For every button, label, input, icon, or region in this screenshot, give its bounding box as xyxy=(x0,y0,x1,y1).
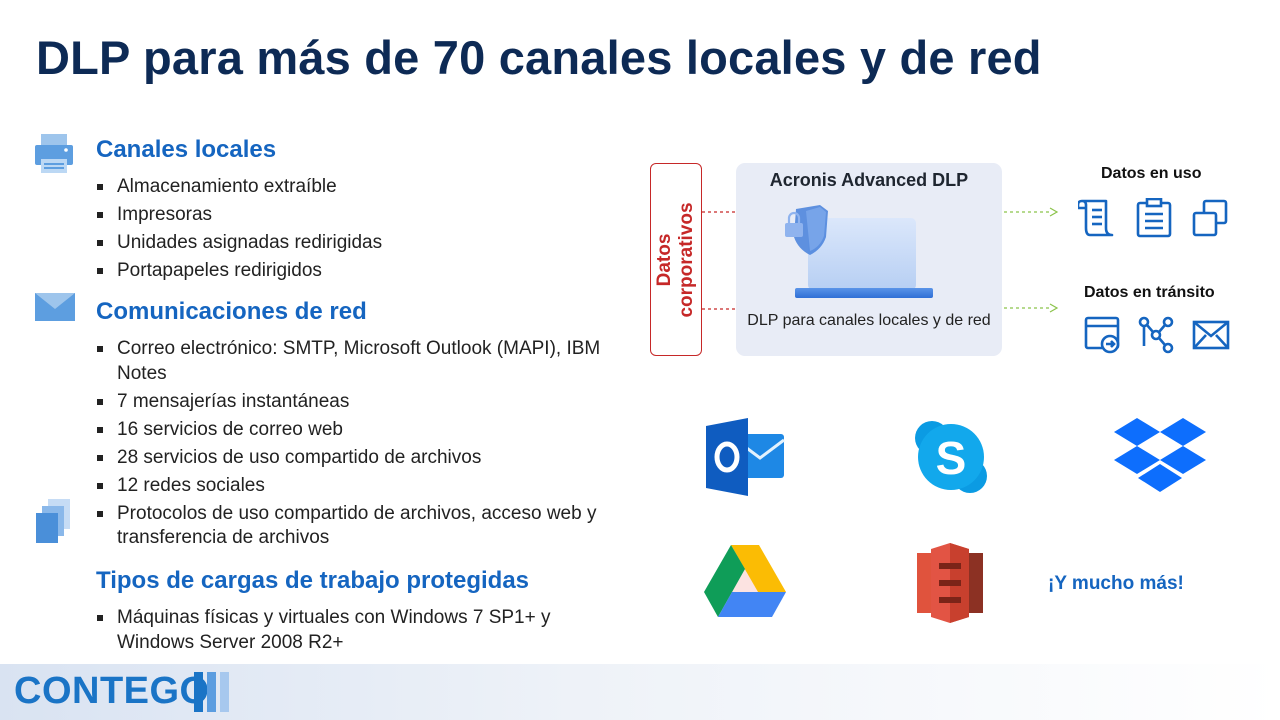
dropbox-logo xyxy=(1114,418,1206,492)
outlook-logo xyxy=(706,418,785,496)
envelope-icon xyxy=(1192,320,1230,350)
local-channels-heading: Canales locales xyxy=(96,136,277,163)
corporate-data-box: Datos corporativos xyxy=(650,163,702,356)
list-item: 12 redes sociales xyxy=(96,474,626,499)
list-item: Correo electrónico: SMTP, Microsoft Outl… xyxy=(96,337,626,386)
network-nodes-icon xyxy=(1138,316,1174,354)
acronis-dlp-box: Acronis Advanced DLP DLP para canales lo… xyxy=(736,163,1002,356)
dlp-box-title: Acronis Advanced DLP xyxy=(769,170,969,190)
skype-logo: S xyxy=(915,421,987,493)
more-label: ¡Y mucho más! xyxy=(1048,573,1184,594)
script-icon xyxy=(1078,199,1114,237)
contego-logo: CONTEGO xyxy=(14,670,210,712)
list-item: Máquinas físicas y virtuales con Windows… xyxy=(96,606,626,655)
aws-s3-logo xyxy=(917,543,983,623)
corporate-connectors xyxy=(702,211,738,310)
output-arrows xyxy=(1004,207,1059,313)
mail-icon xyxy=(35,293,75,321)
data-in-use-label: Datos en uso xyxy=(1101,165,1202,182)
list-item: 16 servicios de correo web xyxy=(96,418,626,443)
documents-icon xyxy=(36,499,70,543)
dlp-box-caption: DLP para canales locales y de red xyxy=(747,312,991,329)
clipboard-list-icon xyxy=(1136,198,1172,238)
list-item: Almacenamiento extraíble xyxy=(96,175,626,200)
data-in-transit-icons xyxy=(1084,316,1230,354)
local-channels-list: Almacenamiento extraíble Impresoras Unid… xyxy=(96,175,626,287)
svg-text:S: S xyxy=(936,432,967,484)
list-item: 28 servicios de uso compartido de archiv… xyxy=(96,446,626,471)
laptop-shield-icon xyxy=(785,205,933,298)
page-title: DLP para más de 70 canales locales y de … xyxy=(36,31,1042,84)
data-in-use-icons xyxy=(1078,198,1228,238)
google-drive-logo xyxy=(704,545,786,617)
footer: CONTEGO xyxy=(0,664,1280,720)
workloads-list: Máquinas físicas y virtuales con Windows… xyxy=(96,606,626,659)
copy-windows-icon xyxy=(1192,199,1228,237)
list-item: 7 mensajerías instantáneas xyxy=(96,390,626,415)
list-item: Portapapeles redirigidos xyxy=(96,259,626,284)
network-comms-heading: Comunicaciones de red xyxy=(96,298,367,325)
browser-window-icon xyxy=(1084,316,1120,354)
network-comms-list: Correo electrónico: SMTP, Microsoft Outl… xyxy=(96,337,626,554)
list-item: Impresoras xyxy=(96,203,626,228)
list-item: Unidades asignadas redirigidas xyxy=(96,231,626,256)
contego-bars-icon xyxy=(194,672,229,712)
corporate-data-label: Datos corporativos xyxy=(654,201,697,318)
data-in-transit-label: Datos en tránsito xyxy=(1084,284,1215,301)
workloads-heading: Tipos de cargas de trabajo protegidas xyxy=(96,567,530,594)
list-item: Protocolos de uso compartido de archivos… xyxy=(96,502,626,551)
printer-icon xyxy=(35,134,73,173)
